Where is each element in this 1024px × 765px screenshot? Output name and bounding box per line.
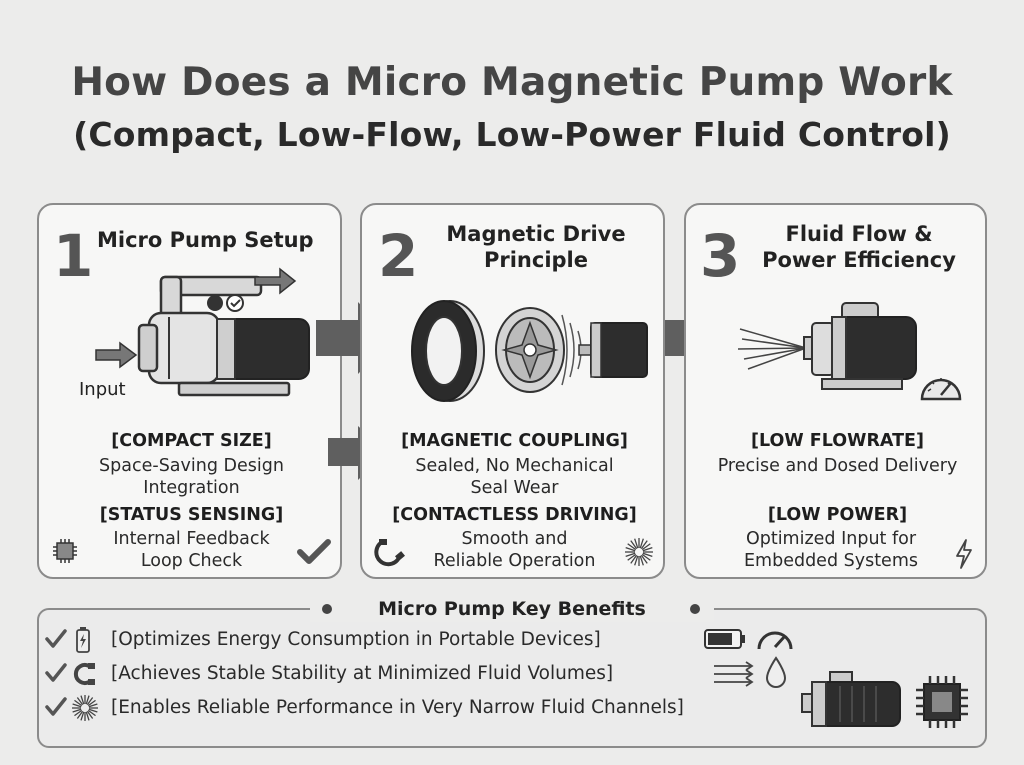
panel-title: Magnetic Drive Principle xyxy=(446,222,626,273)
motor-icon xyxy=(578,322,648,378)
section-text: Sealed, No Mechanical Seal Wear xyxy=(415,456,614,498)
benefit-row: [Achieves Stable Stability at Minimized … xyxy=(45,660,805,688)
panel-title: Micro Pump Setup xyxy=(97,228,314,252)
input-arrow-icon xyxy=(95,341,138,369)
main-title: How Does a Micro Magnetic Pump Work xyxy=(71,60,953,105)
check-icon xyxy=(45,697,67,716)
step-number: 1 xyxy=(53,222,94,290)
check-icon xyxy=(45,629,67,648)
section-heading: [COMPACT SIZE] xyxy=(111,431,272,451)
panel-micro-pump-setup: 1 Micro Pump Setup Input [COMPACT SIZE] … xyxy=(37,203,342,579)
section-text: Precise and Dosed Delivery xyxy=(717,456,958,476)
section-text: Internal Feedback Loop Check xyxy=(113,529,270,571)
title-dot-left xyxy=(322,604,332,614)
chip-icon xyxy=(53,539,77,563)
panel-title: Fluid Flow & Power Efficiency xyxy=(762,222,956,273)
spray-icon xyxy=(737,328,807,370)
section-heading: [MAGNETIC COUPLING] xyxy=(401,431,628,451)
benefit-row: [Enables Reliable Performance in Very Na… xyxy=(45,694,805,722)
check-icon xyxy=(45,663,67,682)
starburst-icon xyxy=(72,695,98,721)
section-heading: [CONTACTLESS DRIVING] xyxy=(392,505,637,525)
flow-arrows-icon xyxy=(714,661,754,687)
battery-bar-icon xyxy=(704,629,745,649)
pump-spray-icon xyxy=(803,302,917,390)
pump-icon xyxy=(137,267,310,397)
section-heading: [LOW FLOWRATE] xyxy=(750,431,924,451)
droplet-icon xyxy=(765,656,787,688)
step-number: 2 xyxy=(378,222,419,290)
starburst-icon xyxy=(625,538,653,566)
magnet-ring-icon xyxy=(411,300,485,402)
benefit-text: [Achieves Stable Stability at Minimized … xyxy=(111,663,614,684)
motor-icon xyxy=(801,671,901,727)
step-number: 3 xyxy=(700,222,741,290)
benefit-row: [Optimizes Energy Consumption in Portabl… xyxy=(45,626,805,654)
impeller-icon xyxy=(495,307,565,393)
input-label: Input xyxy=(79,379,126,400)
section-heading: [LOW POWER] xyxy=(767,505,908,525)
section-heading: [STATUS SENSING] xyxy=(99,505,284,525)
checkmark-icon xyxy=(297,539,331,564)
panel-fluid-flow: 3 Fluid Flow & Power Efficiency [LOW FLO… xyxy=(684,203,987,579)
lightning-icon xyxy=(956,539,972,569)
section-text: Optimized Input for Embedded Systems xyxy=(743,529,918,571)
chip-icon xyxy=(916,676,968,728)
benefits-title-wrap: Micro Pump Key Benefits xyxy=(310,596,714,622)
benefit-text: [Optimizes Energy Consumption in Portabl… xyxy=(111,629,601,650)
gauge-icon xyxy=(920,378,962,401)
magnet-icon xyxy=(73,663,95,685)
horseshoe-magnet-icon xyxy=(374,539,405,567)
battery-icon xyxy=(76,627,90,653)
benefit-text: [Enables Reliable Performance in Very Na… xyxy=(111,697,684,718)
panel-magnetic-drive: 2 Magnetic Drive Principle [MAGNETIC COU… xyxy=(360,203,665,579)
title-dot-right xyxy=(690,604,700,614)
subtitle: (Compact, Low-Flow, Low-Power Fluid Cont… xyxy=(73,115,951,154)
gauge-icon xyxy=(757,631,793,650)
section-text: Space-Saving Design Integration xyxy=(99,456,284,498)
benefits-title: Micro Pump Key Benefits xyxy=(378,598,646,620)
section-text: Smooth and Reliable Operation xyxy=(433,529,596,571)
